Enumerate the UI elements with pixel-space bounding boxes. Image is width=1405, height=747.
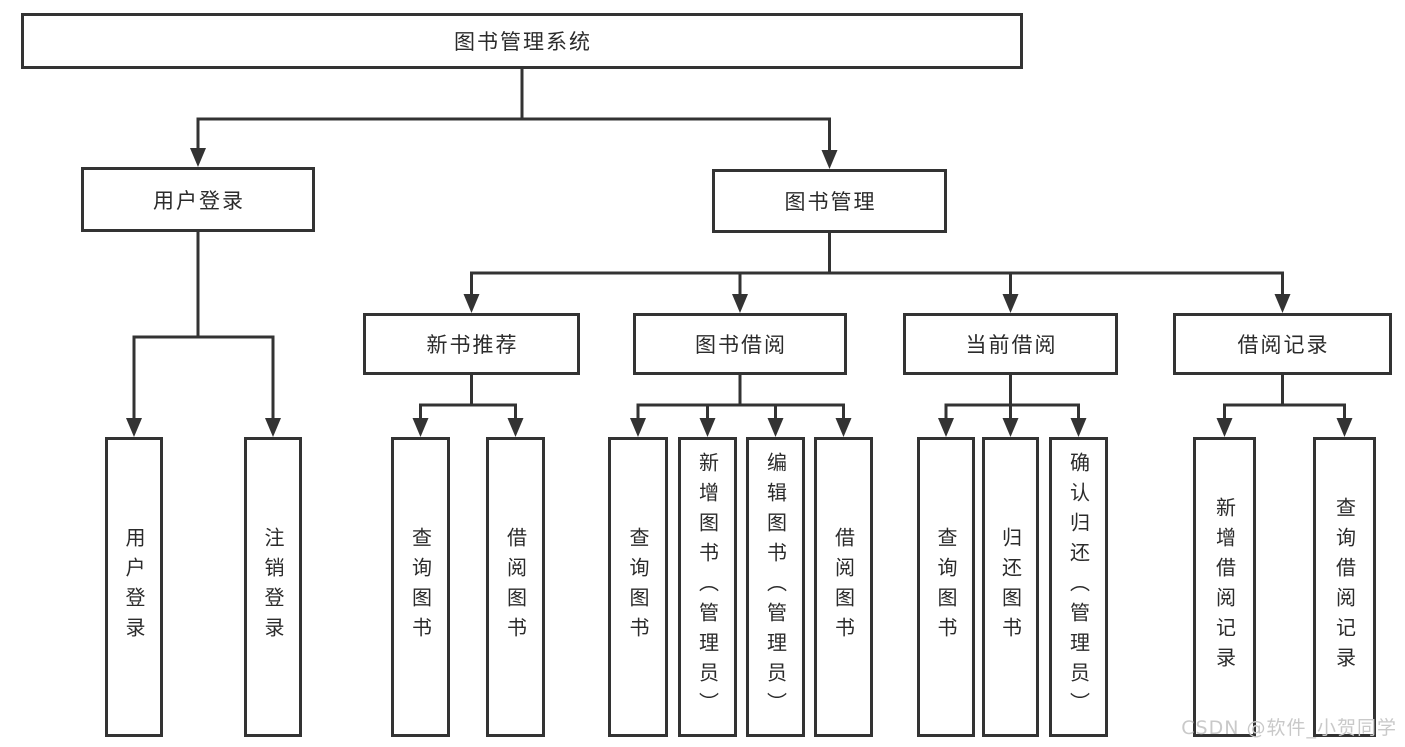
node-label: 用户登录: [122, 527, 146, 647]
node-label: 注销登录: [261, 527, 285, 647]
node-current-borrow: 当前借阅: [903, 313, 1118, 375]
node-leaf-bb-query-books: 查询图书: [608, 437, 668, 737]
connector-book-management-to-level3: [463, 233, 1291, 313]
node-root: 图书管理系统: [21, 13, 1023, 69]
connector-current-borrow-to-leaves: [938, 375, 1087, 437]
node-book-borrow: 图书借阅: [633, 313, 847, 375]
node-label: 图书管理: [784, 190, 877, 214]
connector-root-to-level2: [190, 69, 838, 169]
node-label: 用户登录: [153, 188, 245, 213]
node-label: 图书管理系统: [454, 30, 592, 54]
node-leaf-bb-add-books: 新增图书（管理员）: [678, 437, 737, 737]
node-label: 图书借阅: [695, 333, 787, 357]
connector-new-book-recommend-to-leaves: [412, 375, 524, 437]
node-leaf-cb-query-books: 查询图书: [917, 437, 975, 737]
node-label: 新增图书（管理员）: [695, 452, 720, 722]
node-book-management: 图书管理: [712, 169, 947, 233]
node-label: 借阅记录: [1237, 333, 1330, 357]
node-leaf-bb-edit-books: 编辑图书（管理员）: [746, 437, 805, 737]
node-leaf-cb-return-books: 归还图书: [982, 437, 1039, 737]
node-label: 借阅图书: [503, 527, 528, 647]
node-leaf-br-add-record: 新增借阅记录: [1193, 437, 1256, 737]
connector-borrow-records-to-leaves: [1216, 375, 1353, 437]
node-leaf-bb-borrow-books: 借阅图书: [814, 437, 873, 737]
node-label: 查询图书: [934, 527, 958, 647]
node-borrow-records: 借阅记录: [1173, 313, 1392, 375]
watermark-text: CSDN @软件_小贺同学: [1181, 717, 1397, 739]
connector-book-borrow-to-leaves: [630, 375, 852, 437]
node-label: 当前借阅: [965, 333, 1058, 357]
node-label: 查询图书: [626, 527, 650, 647]
node-label: 查询借阅记录: [1332, 497, 1357, 677]
node-label: 确认归还（管理员）: [1066, 452, 1091, 722]
node-leaf-user-login: 用户登录: [105, 437, 163, 737]
node-leaf-nb-borrow-books: 借阅图书: [486, 437, 545, 737]
node-leaf-nb-query-books: 查询图书: [391, 437, 450, 737]
node-new-book-recommend: 新书推荐: [363, 313, 580, 375]
node-leaf-logout: 注销登录: [244, 437, 302, 737]
node-leaf-cb-confirm-return: 确认归还（管理员）: [1049, 437, 1108, 737]
connector-user-login-to-leaves: [126, 232, 281, 437]
node-label: 编辑图书（管理员）: [763, 452, 788, 722]
node-label: 新书推荐: [426, 333, 519, 357]
node-label: 查询图书: [408, 527, 433, 647]
node-label: 归还图书: [998, 527, 1023, 647]
node-label: 新增借阅记录: [1212, 497, 1237, 677]
node-label: 借阅图书: [831, 527, 856, 647]
node-user-login: 用户登录: [81, 167, 315, 232]
node-leaf-br-query-record: 查询借阅记录: [1313, 437, 1376, 737]
